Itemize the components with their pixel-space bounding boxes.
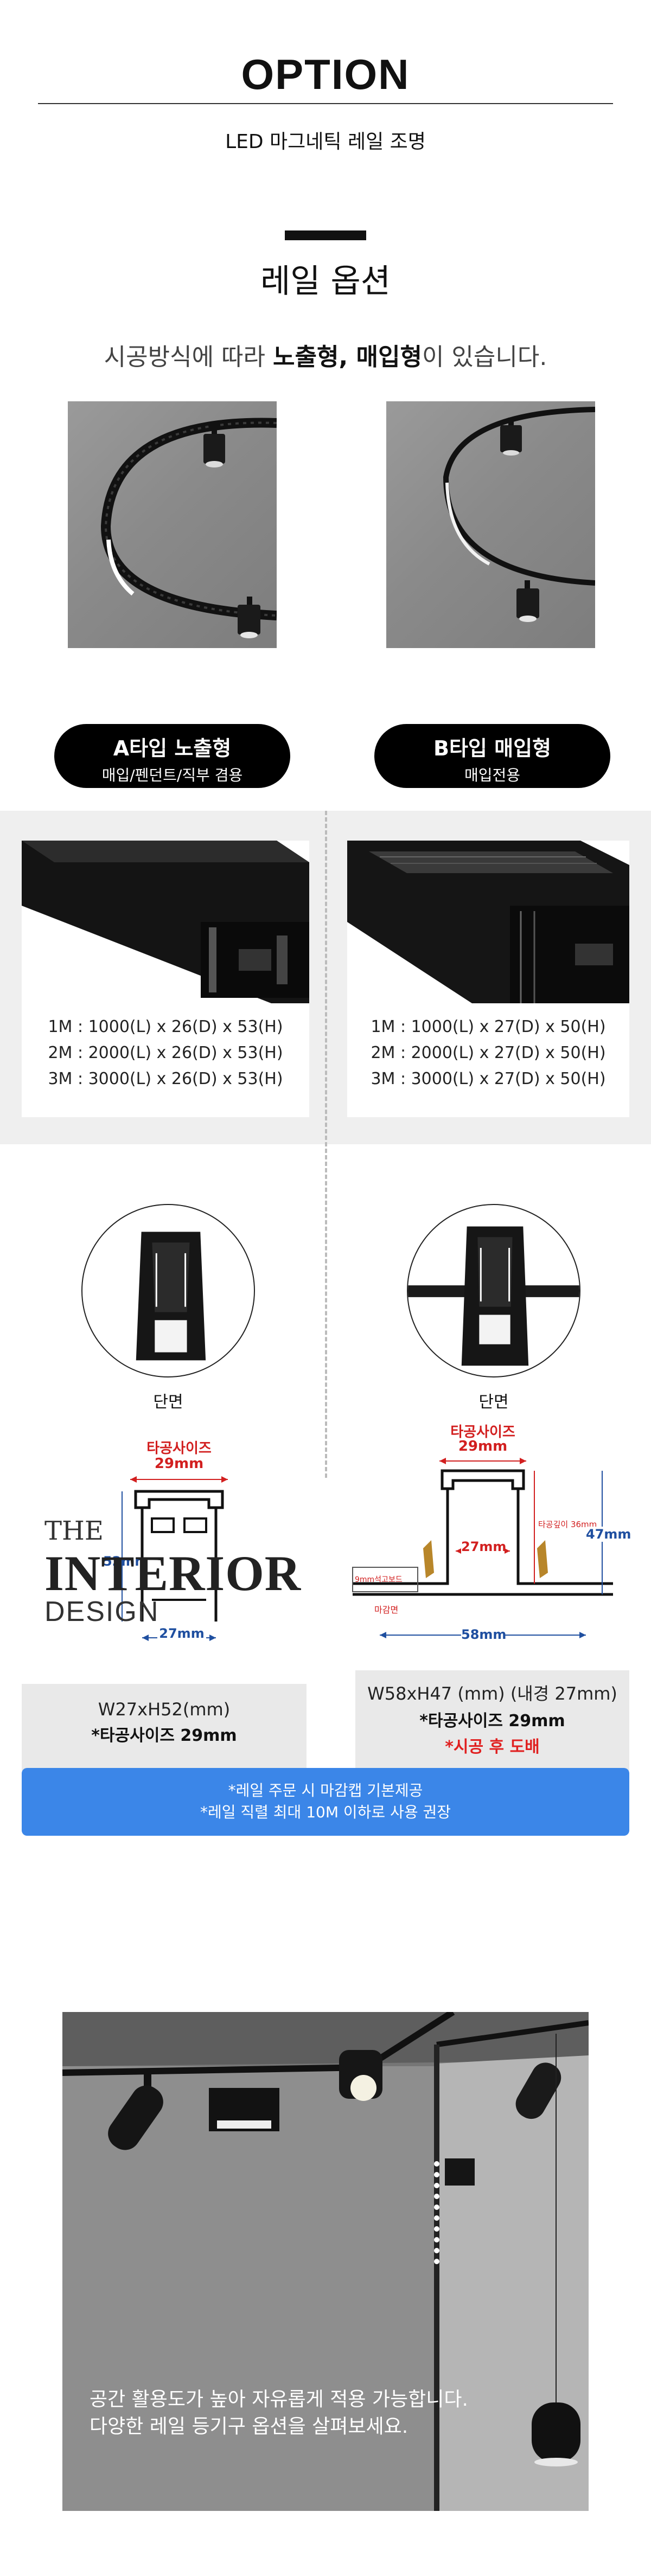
type-b-section-image	[408, 1226, 579, 1366]
type-a-rail-image	[22, 841, 309, 1003]
type-b-rail-image	[347, 841, 629, 1003]
page-title: OPTION	[241, 50, 410, 98]
column-divider	[325, 811, 327, 1478]
section-description: 시공방식에 따라 노출형, 매입형이 있습니다.	[0, 337, 651, 372]
notice-line-2: *레일 직렬 최대 10M 이하로 사용 권장	[200, 1803, 451, 1821]
type-b-section-circle	[407, 1204, 580, 1377]
type-a-spec-list: 1M : 1000(L) x 26(D) x 53(H) 2M : 2000(L…	[22, 1014, 309, 1092]
type-b-cut-size: *타공사이즈 29mm	[419, 1712, 565, 1731]
type-b-cut-value: 29mm	[458, 1438, 508, 1454]
type-a-cut-size: *타공사이즈 29mm	[91, 1726, 237, 1745]
type-a-profile-svg	[122, 1476, 228, 1641]
type-a-width-value: 27mm	[157, 1626, 206, 1641]
type-b-spec-3m: 3M : 3000(L) x 27(D) x 50(H)	[371, 1069, 606, 1088]
type-a-spec-3m: 3M : 3000(L) x 26(D) x 53(H)	[48, 1069, 283, 1088]
room-caption: 공간 활용도가 높아 자유롭게 적용 가능합니다. 다양한 레일 등기구 옵션을…	[90, 2386, 578, 2440]
type-a-cut-label: 타공사이즈	[146, 1440, 212, 1457]
type-a-spec-1m: 1M : 1000(L) x 26(D) x 53(H)	[48, 1017, 283, 1036]
type-b-spec-2m: 2M : 2000(L) x 27(D) x 50(H)	[371, 1043, 606, 1062]
type-a-title: A타입 노출형	[113, 736, 232, 760]
type-a-section-circle	[81, 1204, 255, 1377]
type-b-badge: B타입 매입형 매입전용	[374, 724, 610, 788]
type-b-title: B타입 매입형	[433, 736, 551, 760]
type-b-height-value: 47mm	[586, 1527, 631, 1542]
room-caption-line-2: 다양한 레일 등기구 옵션을 살펴보세요.	[90, 2415, 409, 2438]
type-a-badge: A타입 노출형 매입/펜던트/직부 겸용	[54, 724, 290, 788]
type-a-size: W27xH52(mm)	[98, 1699, 231, 1720]
section-title: 레일 옵션	[260, 262, 391, 300]
type-a-section-label: 단면	[153, 1393, 183, 1412]
type-b-depth-label: 타공깊이 36mm	[538, 1520, 597, 1529]
type-b-size: W58xH47 (mm) (내경 27mm)	[367, 1683, 617, 1704]
order-notice-banner: *레일 주문 시 마감캡 기본제공 *레일 직렬 최대 10M 이하로 사용 권…	[22, 1768, 629, 1836]
watermark-the: THE	[44, 1516, 104, 1546]
type-b-inner-value: 27mm	[461, 1539, 507, 1554]
type-b-cut-label: 타공사이즈	[450, 1424, 515, 1440]
type-b-subtitle: 매입전용	[464, 766, 521, 784]
type-b-spec-list: 1M : 1000(L) x 27(D) x 50(H) 2M : 2000(L…	[347, 1014, 629, 1092]
title-divider	[38, 103, 613, 104]
type-a-subtitle: 매입/펜던트/직부 겸용	[101, 766, 243, 784]
type-a-size-box: W27xH52(mm) *타공사이즈 29mm	[22, 1684, 307, 1771]
type-b-photo	[386, 401, 595, 648]
type-a-dimension-drawing: 타공사이즈 29mm 52mm 27mm THE INTERIOR DESIGN	[22, 1437, 309, 1654]
type-a-height-value: 52mm	[103, 1554, 149, 1569]
type-a-spec-2m: 2M : 2000(L) x 26(D) x 53(H)	[48, 1043, 283, 1062]
room-scene-image	[62, 2012, 589, 2511]
section-bar	[285, 230, 366, 240]
desc-comma: ,	[339, 343, 356, 371]
recessed-rail-image	[443, 407, 595, 622]
page-subtitle: LED 마그네틱 레일 조명	[225, 131, 426, 153]
type-a-cut-value: 29mm	[154, 1456, 204, 1472]
desc-recessed: 매입형	[356, 343, 422, 371]
type-b-wallpaper-note: *시공 후 도배	[445, 1738, 540, 1757]
desc-exposed: 노출형	[273, 343, 339, 371]
room-caption-line-1: 공간 활용도가 높아 자유롭게 적용 가능합니다.	[90, 2388, 468, 2411]
type-b-profile-svg	[352, 1458, 613, 1638]
type-a-photo	[68, 401, 277, 648]
desc-text: 시공방식에 따라	[104, 343, 273, 371]
type-b-board-label: 9mm석고보드	[355, 1575, 403, 1584]
type-b-finish-label: 마감면	[374, 1605, 399, 1615]
type-b-dimension-drawing: 타공사이즈 29mm 27mm 타공깊이 36mm 47mm 58mm 9mm석…	[347, 1421, 635, 1654]
room-photo	[62, 2012, 589, 2511]
type-b-width-value: 58mm	[461, 1627, 507, 1642]
type-a-section-image	[136, 1232, 206, 1361]
desc-text-end: 이 있습니다.	[422, 343, 547, 371]
type-a-spec-card: 1M : 1000(L) x 26(D) x 53(H) 2M : 2000(L…	[22, 841, 309, 1117]
exposed-rail-image	[100, 418, 277, 638]
watermark-interior: INTERIOR	[44, 1546, 302, 1601]
notice-line-1: *레일 주문 시 마감캡 기본제공	[228, 1782, 423, 1799]
type-b-spec-card: 1M : 1000(L) x 27(D) x 50(H) 2M : 2000(L…	[347, 841, 629, 1117]
type-b-section-label: 단면	[478, 1393, 509, 1412]
type-b-spec-1m: 1M : 1000(L) x 27(D) x 50(H)	[371, 1017, 606, 1036]
watermark-design: DESIGN	[44, 1596, 159, 1627]
type-b-size-box: W58xH47 (mm) (내경 27mm) *타공사이즈 29mm *시공 후…	[355, 1670, 629, 1771]
